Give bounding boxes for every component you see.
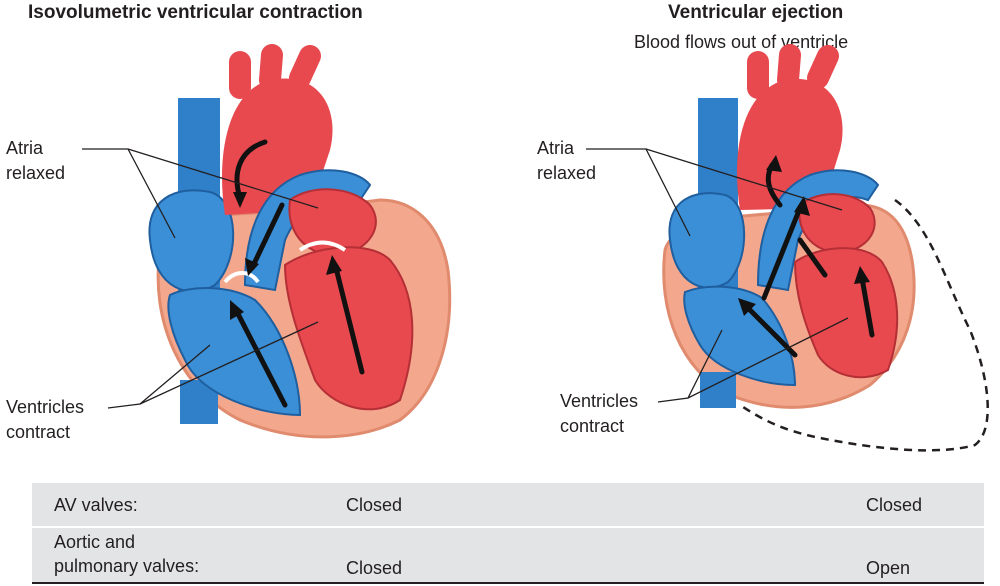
panel-1-title: Isovolumetric ventricular contraction: [28, 2, 363, 23]
heart-2-arrowheads: [738, 155, 870, 316]
semilunar-valves-right-state: Open: [866, 558, 911, 578]
table-bottom-rule: [32, 582, 984, 584]
heart-2-leader-lines: [586, 148, 849, 403]
av-valves-label: AV valves:: [54, 495, 138, 515]
heart-1-body: [148, 44, 452, 439]
panel-1-atria-label: Atria relaxed: [6, 138, 66, 183]
heart-1-flow-arrows: [233, 139, 365, 408]
panel-1-ventricles-label: Ventricles contract: [6, 397, 85, 442]
table-row-divider: [32, 526, 984, 528]
panel-2-ventricles-label: Ventricles contract: [560, 391, 639, 436]
heart-2-dashed-outline: [739, 198, 989, 452]
semilunar-valves-label: Aortic and pulmonary valves:: [54, 532, 200, 576]
heart-1-leader-lines: [82, 148, 319, 409]
heart-1-arrowheads: [230, 192, 342, 320]
panel-2-atria-label: Atria relaxed: [537, 138, 597, 183]
semilunar-valves-left-state: Closed: [346, 558, 403, 578]
av-valves-right-state: Closed: [866, 495, 923, 515]
heart-illustration-isovolumetric: [82, 44, 452, 439]
av-valves-left-state: Closed: [346, 495, 403, 515]
valve-status-table: AV valves: Closed Closed Aortic and pulm…: [32, 483, 984, 584]
heart-illustration-ejection: [586, 44, 989, 452]
panel-2-title: Ventricular ejection: [668, 2, 844, 23]
